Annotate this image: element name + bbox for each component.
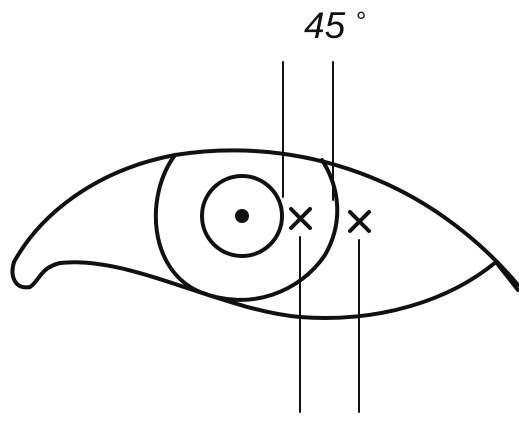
lower-eyelid: [13, 262, 496, 318]
pupil-center-dot: [235, 209, 249, 223]
angle-value: 45: [304, 5, 346, 46]
angle-label: 45 °: [304, 5, 365, 46]
cross-marker-left: [291, 209, 310, 228]
cross-marker-right: [350, 212, 369, 231]
angle-unit: °: [355, 6, 365, 36]
lower-eyelid-corner: [496, 262, 518, 290]
